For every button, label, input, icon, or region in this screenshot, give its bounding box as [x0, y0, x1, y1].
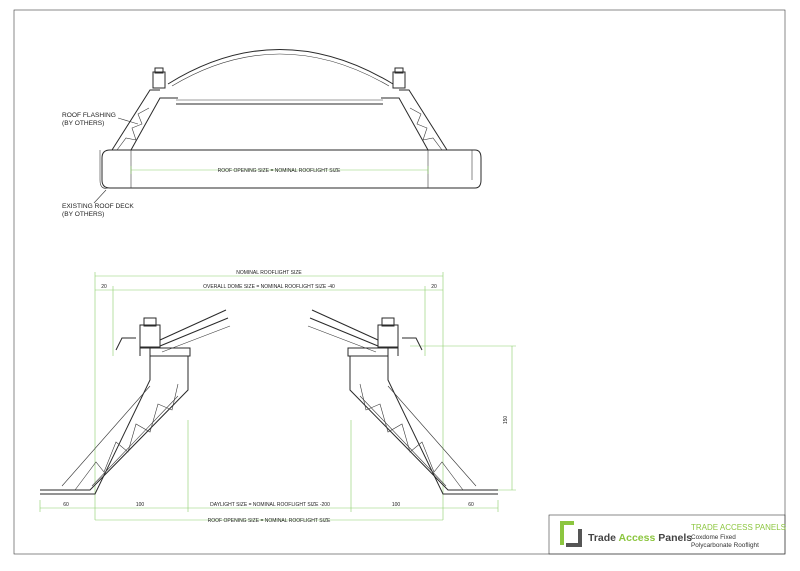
label-roof-flashing-by-others: (BY OTHERS)	[62, 120, 104, 127]
roof-deck	[101, 149, 482, 189]
section-detail-view: NOMINAL ROOFLIGHT SIZE OVERALL DOME SIZE…	[39, 270, 516, 524]
left-curb-profile	[40, 309, 231, 495]
logo-word-access: Access	[619, 532, 656, 544]
logo-word-panels: Panels	[655, 532, 692, 544]
label-existing-roof-deck: EXISTING ROOF DECK	[62, 203, 134, 210]
dim-right-100: 100	[392, 502, 401, 508]
dim-left-60: 60	[63, 502, 69, 508]
dim-left-100: 100	[136, 502, 145, 508]
brand-logo-text: Trade Access Panels	[588, 532, 692, 544]
title-block-frame	[548, 514, 786, 555]
top-elevation-view: ROOF OPENING SIZE = NOMINAL ROOFLIGHT SI…	[62, 49, 482, 218]
label-roof-flashing: ROOF FLASHING	[62, 112, 116, 119]
dim-right-20: 20	[431, 284, 437, 290]
product-name-line-2: Polycarbonate Rooflight	[691, 542, 759, 549]
dim-daylight: DAYLIGHT SIZE = NOMINAL ROOFLIGHT SIZE -…	[210, 502, 330, 508]
brand-logo-icon	[560, 521, 574, 545]
dim-right-60: 60	[468, 502, 474, 508]
right-curb-profile	[307, 309, 498, 495]
label-existing-roof-deck-by-others: (BY OTHERS)	[62, 211, 104, 218]
dim-roof-opening: ROOF OPENING SIZE = NOMINAL ROOFLIGHT SI…	[208, 518, 331, 524]
sheet-border	[13, 9, 786, 555]
dim-overall-dome: OVERALL DOME SIZE = NOMINAL ROOFLIGHT SI…	[203, 284, 335, 290]
dim-nominal-rooflight: NOMINAL ROOFLIGHT SIZE	[236, 270, 302, 276]
dim-height-150: 150	[503, 416, 509, 425]
product-name-line-1: Coxdome Fixed	[691, 534, 736, 541]
brand-logo-mark	[566, 529, 582, 547]
company-name: TRADE ACCESS PANELS	[691, 523, 786, 532]
top-dim-opening-label: ROOF OPENING SIZE = NOMINAL ROOFLIGHT SI…	[218, 168, 341, 174]
logo-word-trade: Trade	[588, 532, 619, 544]
title-block: Trade Access Panels TRADE ACCESS PANELS …	[560, 521, 786, 549]
dim-left-20: 20	[101, 284, 107, 290]
